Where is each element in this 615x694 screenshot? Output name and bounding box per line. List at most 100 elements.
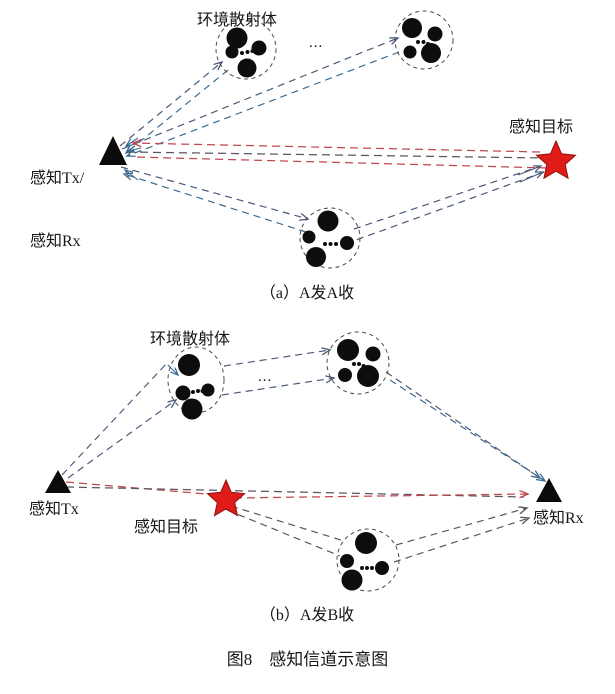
scatterer-dot xyxy=(178,354,200,376)
link-clusterM-to-target xyxy=(353,165,542,230)
link-cluster1-to-clusterN-b-lower xyxy=(221,378,334,396)
scatterer-ellipsis-dot xyxy=(416,40,420,44)
scatterer-dot xyxy=(402,18,422,38)
scatterer-dot xyxy=(355,532,377,554)
arrowhead-txrx-a3 xyxy=(125,170,139,181)
scatterer-dot xyxy=(421,43,441,63)
link-target-to-clusterM-b-1 xyxy=(230,505,345,542)
cluster-outline-icon xyxy=(299,207,361,269)
panel-b-links xyxy=(61,350,545,563)
panel-a-nodes xyxy=(99,136,577,180)
scatterer-ellipsis-dot xyxy=(328,242,333,246)
scatterer-ellipsis-dot xyxy=(360,566,364,570)
scatterer-ellipsis-dot xyxy=(361,364,366,368)
link-target-to-rx-b xyxy=(233,494,528,499)
scatterer-dot xyxy=(427,26,443,42)
scatterer-ellipsis-dot xyxy=(421,40,426,44)
scatterer-dot xyxy=(225,45,239,59)
scatterer-ellipsis-dot xyxy=(357,362,361,366)
scatterer-dot xyxy=(375,561,389,575)
figure-caption: 图8 感知信道示意图 xyxy=(226,650,389,669)
node-triangle-rx-b[interactable] xyxy=(536,478,562,502)
scatterer-ellipsis-dot xyxy=(352,362,356,366)
cluster-outline-icon xyxy=(394,10,454,70)
link-txrx-to-clusterM-out xyxy=(120,166,308,219)
panel-b-cluster-n[interactable] xyxy=(326,331,390,395)
panel-a-cluster-m[interactable] xyxy=(299,207,361,269)
label-ellipsis-a: ... xyxy=(309,35,324,51)
arrowhead-cluster1-b1 xyxy=(167,364,178,375)
scatterer-ellipsis-dot xyxy=(196,389,200,393)
panel-b-cluster-1[interactable] xyxy=(167,346,225,420)
scatterer-ellipsis-dot xyxy=(370,566,374,570)
label-ellipsis-b: ... xyxy=(258,369,273,385)
link-clusterN-to-rx-b-1 xyxy=(385,371,540,478)
link-clusterN-to-rx-b-2 xyxy=(389,379,545,481)
arrowhead-target-a2 xyxy=(519,172,543,183)
label-scatterers-b: 环境散射体 xyxy=(150,331,231,348)
scatterer-dot xyxy=(175,385,191,401)
scatterer-dot xyxy=(306,247,326,267)
link-clusterM-to-rx-b-1 xyxy=(395,508,527,546)
panel-a-cluster-1[interactable] xyxy=(215,18,277,80)
node-triangle-tx-b[interactable] xyxy=(45,470,71,493)
scatterer-ellipsis-dot xyxy=(334,242,338,246)
scatterer-ellipsis-dot xyxy=(426,42,430,46)
panel-a-links xyxy=(119,38,549,241)
node-triangle-tx-rx-a[interactable] xyxy=(99,136,127,165)
scatterer-dot xyxy=(365,346,381,362)
label-scatterers-a: 环境散射体 xyxy=(197,12,278,29)
link-tx-to-cluster1-b-lower xyxy=(67,400,176,479)
caption-panel-a: （a）A发A收 xyxy=(259,285,355,302)
panel-b-nodes xyxy=(45,470,562,517)
scatterer-dot xyxy=(340,554,354,568)
arrowhead-txrx-a1 xyxy=(126,137,139,146)
link-tx-to-cluster1-b-upper xyxy=(61,361,169,476)
link-target-to-clusterM-b-2 xyxy=(226,509,341,557)
link-txrx-to-cluster1-out xyxy=(119,62,222,147)
panel-b-cluster-m[interactable] xyxy=(336,528,400,592)
scatterer-dot xyxy=(181,398,203,420)
label-node-tx-rx-a: 感知Tx/ 感知Rx xyxy=(30,170,85,250)
node-star-target-b[interactable] xyxy=(206,478,246,517)
link-txrx-to-target-direct xyxy=(126,151,545,159)
label-node-tx-b: 感知Tx xyxy=(29,501,79,518)
link-cluster1-to-clusterN-b-upper xyxy=(223,350,330,367)
scatterer-ellipsis-dot xyxy=(200,389,205,393)
label-node-rx-b: 感知Rx xyxy=(533,510,584,527)
scatterer-ellipsis-dot xyxy=(365,566,369,570)
link-target-to-txrx-direct xyxy=(133,143,541,153)
scatterer-ellipsis-dot xyxy=(250,49,255,53)
scatterer-dot xyxy=(251,40,267,56)
scatterer-dot xyxy=(237,58,257,78)
link-clusterN-to-txrx-in xyxy=(127,51,400,156)
scatterer-ellipsis-dot xyxy=(323,242,327,246)
scatterer-dot xyxy=(201,383,215,397)
link-txrx-to-clusterN-out xyxy=(121,38,398,150)
caption-panel-b: （b）A发B收 xyxy=(259,607,355,624)
link-target-to-clusterM xyxy=(355,171,545,241)
node-star-target-a[interactable] xyxy=(535,139,577,180)
label-node-target-b: 感知目标 xyxy=(134,519,199,536)
scatterer-dot xyxy=(302,230,316,244)
label-node-target-a: 感知目标 xyxy=(509,119,574,136)
arrowhead-target-a1 xyxy=(517,166,541,176)
scatterer-dot xyxy=(337,339,359,361)
arrowhead-txrx-a2 xyxy=(128,148,142,151)
link-clusterM-to-txrx-in xyxy=(124,174,307,233)
scatterer-dot xyxy=(338,368,352,382)
scatterer-ellipsis-dot xyxy=(245,50,250,54)
scatterer-dot xyxy=(226,27,248,49)
scatterer-dot xyxy=(341,569,363,591)
link-tx-to-target-b xyxy=(65,481,219,496)
scatterer-ellipsis-dot xyxy=(191,390,195,394)
cluster-outline-icon xyxy=(215,18,277,80)
scatterer-dot xyxy=(357,365,379,387)
link-cluster1-to-txrx-in xyxy=(126,69,229,153)
cluster-outline-icon xyxy=(336,528,400,592)
panel-a-cluster-n[interactable] xyxy=(394,10,454,70)
cluster-outline-icon xyxy=(326,331,390,395)
link-target-to-txrx-direct-2 xyxy=(133,156,549,169)
scatterer-ellipsis-dot xyxy=(240,51,244,55)
